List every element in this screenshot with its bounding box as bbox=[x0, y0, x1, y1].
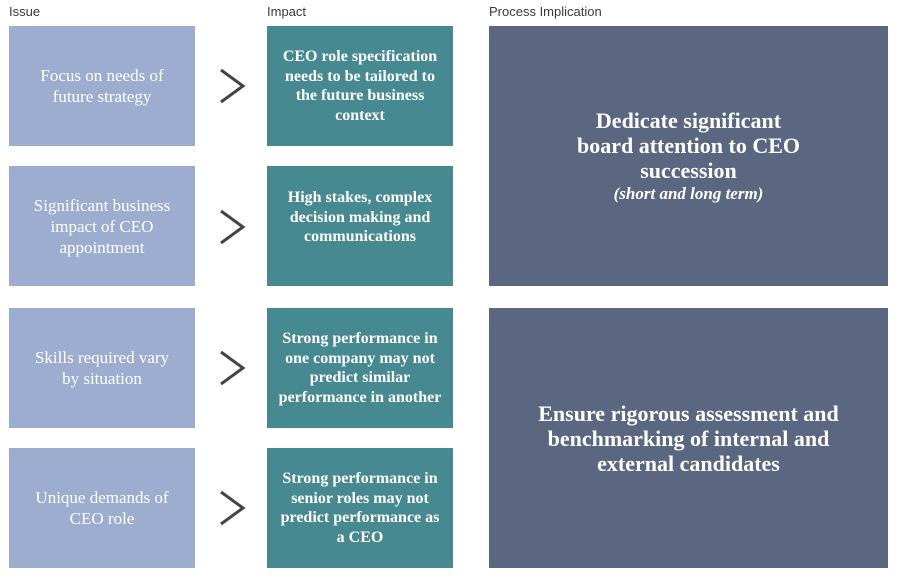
issue-text: Significant business impact of CEO appoi… bbox=[33, 195, 171, 257]
impact-box-3: Strong performance in one company may no… bbox=[267, 308, 453, 428]
implication-box-2: Ensure rigorous assessment and benchmark… bbox=[489, 308, 888, 568]
issue-column-header: Issue bbox=[9, 4, 41, 19]
implication-text: Dedicate significant board attention to … bbox=[576, 107, 801, 183]
impact-box-4: Strong performance in senior roles may n… bbox=[267, 448, 453, 568]
impact-text: Strong performance in one company may no… bbox=[278, 330, 442, 406]
issue-box-3: Skills required vary by situation bbox=[9, 308, 195, 428]
chevron-right-icon bbox=[220, 68, 246, 104]
issue-text: Unique demands of CEO role bbox=[35, 488, 169, 528]
impact-text: High stakes, complex decision making and… bbox=[287, 189, 433, 245]
issue-text: Skills required vary by situation bbox=[34, 348, 170, 388]
impact-box-2: High stakes, complex decision making and… bbox=[267, 166, 453, 286]
chevron-right-icon bbox=[220, 490, 246, 526]
impact-box-1: CEO role specification needs to be tailo… bbox=[267, 26, 453, 146]
impact-text: CEO role specification needs to be tailo… bbox=[282, 48, 438, 124]
implication-text: Ensure rigorous assessment and benchmark… bbox=[538, 400, 839, 476]
chevron-right-icon bbox=[220, 350, 246, 386]
implication-column-header: Process Implication bbox=[489, 4, 602, 19]
implication-box-1: Dedicate significant board attention to … bbox=[489, 26, 888, 286]
impact-text: Strong performance in senior roles may n… bbox=[280, 470, 440, 546]
issue-box-1: Focus on needs of future strategy bbox=[9, 26, 195, 146]
issue-box-4: Unique demands of CEO role bbox=[9, 448, 195, 568]
implication-subtext: (short and long term) bbox=[613, 183, 764, 203]
chevron-right-icon bbox=[220, 209, 246, 245]
impact-column-header: Impact bbox=[267, 4, 307, 19]
issue-text: Focus on needs of future strategy bbox=[40, 66, 164, 106]
issue-box-2: Significant business impact of CEO appoi… bbox=[9, 166, 195, 286]
